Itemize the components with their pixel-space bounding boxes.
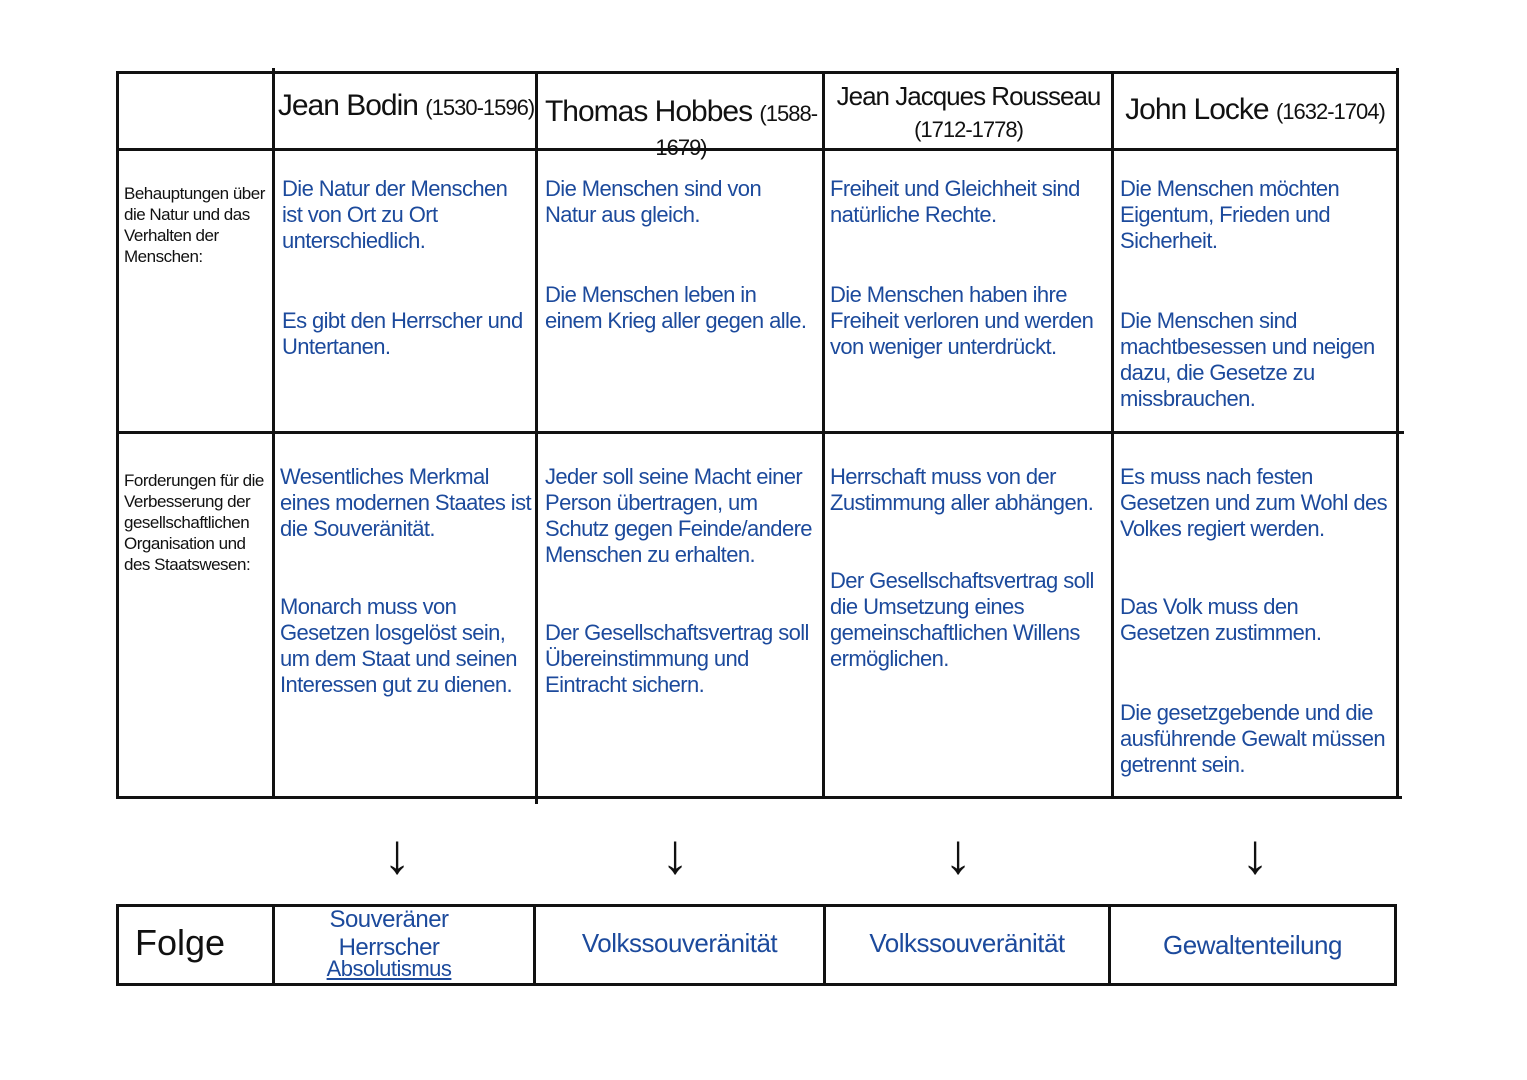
down-arrow-icon: ↓ — [1241, 822, 1269, 885]
cell-text: Der Gesellschaftsvertrag soll Übereinsti… — [545, 620, 809, 697]
down-arrow-icon: ↓ — [944, 822, 972, 885]
cell-text: Die Menschen haben ihre Freiheit verlore… — [830, 282, 1094, 359]
down-arrow-icon: ↓ — [383, 822, 411, 885]
result-locke: Gewaltenteilung — [1163, 930, 1342, 960]
table-divider — [822, 71, 825, 799]
result-rousseau: Volkssouveränität — [869, 928, 1065, 958]
cell-text: Die Menschen sind von Natur aus gleich. — [545, 176, 762, 227]
result-divider — [1108, 904, 1111, 986]
table-divider — [535, 71, 538, 804]
cell-text: Es gibt den Herrscher und Untertanen. — [282, 308, 523, 359]
header-locke: John Locke (1632-1704) — [1125, 93, 1386, 126]
cell-text: Die gesetzgebende und die ausführende Ge… — [1120, 700, 1386, 777]
cell-text: Es muss nach festen Gesetzen und zum Woh… — [1120, 464, 1388, 541]
cell-text: Jeder soll seine Macht einer Person über… — [545, 464, 813, 567]
table-divider — [116, 431, 1404, 434]
result-bodin-absolutismus: Absolutismus — [326, 956, 452, 981]
cell-text: Die Menschen möchten Eigentum, Frieden u… — [1120, 176, 1340, 253]
cell-text: Die Natur der Menschen ist von Ort zu Or… — [282, 176, 508, 253]
cell-text: Wesentliches Merkmal eines modernen Staa… — [280, 464, 532, 541]
row-label-behauptungen: Behauptungen über die Natur und das Verh… — [124, 184, 265, 266]
result-divider — [116, 904, 119, 986]
cell-text: Der Gesellschaftsvertrag soll die Umsetz… — [830, 568, 1094, 671]
header-hobbes: Thomas Hobbes (1588-1679) — [544, 95, 818, 161]
table-divider — [1111, 71, 1114, 799]
result-label: Folge — [135, 922, 226, 963]
table-border-top — [116, 71, 1399, 74]
cell-text: Die Menschen leben in einem Krieg aller … — [545, 282, 807, 333]
table-divider — [1396, 68, 1399, 799]
cell-text: Monarch muss von Gesetzen losgelöst sein… — [280, 594, 518, 697]
table-divider — [116, 71, 119, 799]
result-divider — [823, 904, 826, 986]
result-border-top — [116, 904, 1397, 907]
result-border-bottom — [116, 983, 1397, 986]
result-divider — [1394, 904, 1397, 986]
down-arrow-icon: ↓ — [661, 822, 689, 885]
cell-text: Das Volk muss den Gesetzen zustimmen. — [1120, 594, 1322, 645]
table-divider — [272, 68, 275, 799]
cell-text: Die Menschen sind machtbesessen und neig… — [1120, 308, 1375, 411]
header-rousseau: Jean Jacques Rousseau(1712-1778) — [836, 81, 1102, 142]
row-label-forderungen: Forderungen für die Verbesserung der ges… — [124, 471, 264, 574]
table-divider — [116, 148, 1399, 151]
result-divider — [272, 904, 275, 986]
cell-text: Herrschaft muss von der Zustimmung aller… — [830, 464, 1094, 515]
result-divider — [533, 904, 536, 986]
result-hobbes: Volkssouveränität — [581, 928, 778, 958]
header-bodin: Jean Bodin (1530-1596) — [277, 89, 535, 122]
cell-text: Freiheit und Gleichheit sind natürliche … — [830, 176, 1080, 227]
table-border-bottom — [116, 796, 1402, 799]
result-bodin: Souveräner Herrscher — [329, 906, 449, 961]
